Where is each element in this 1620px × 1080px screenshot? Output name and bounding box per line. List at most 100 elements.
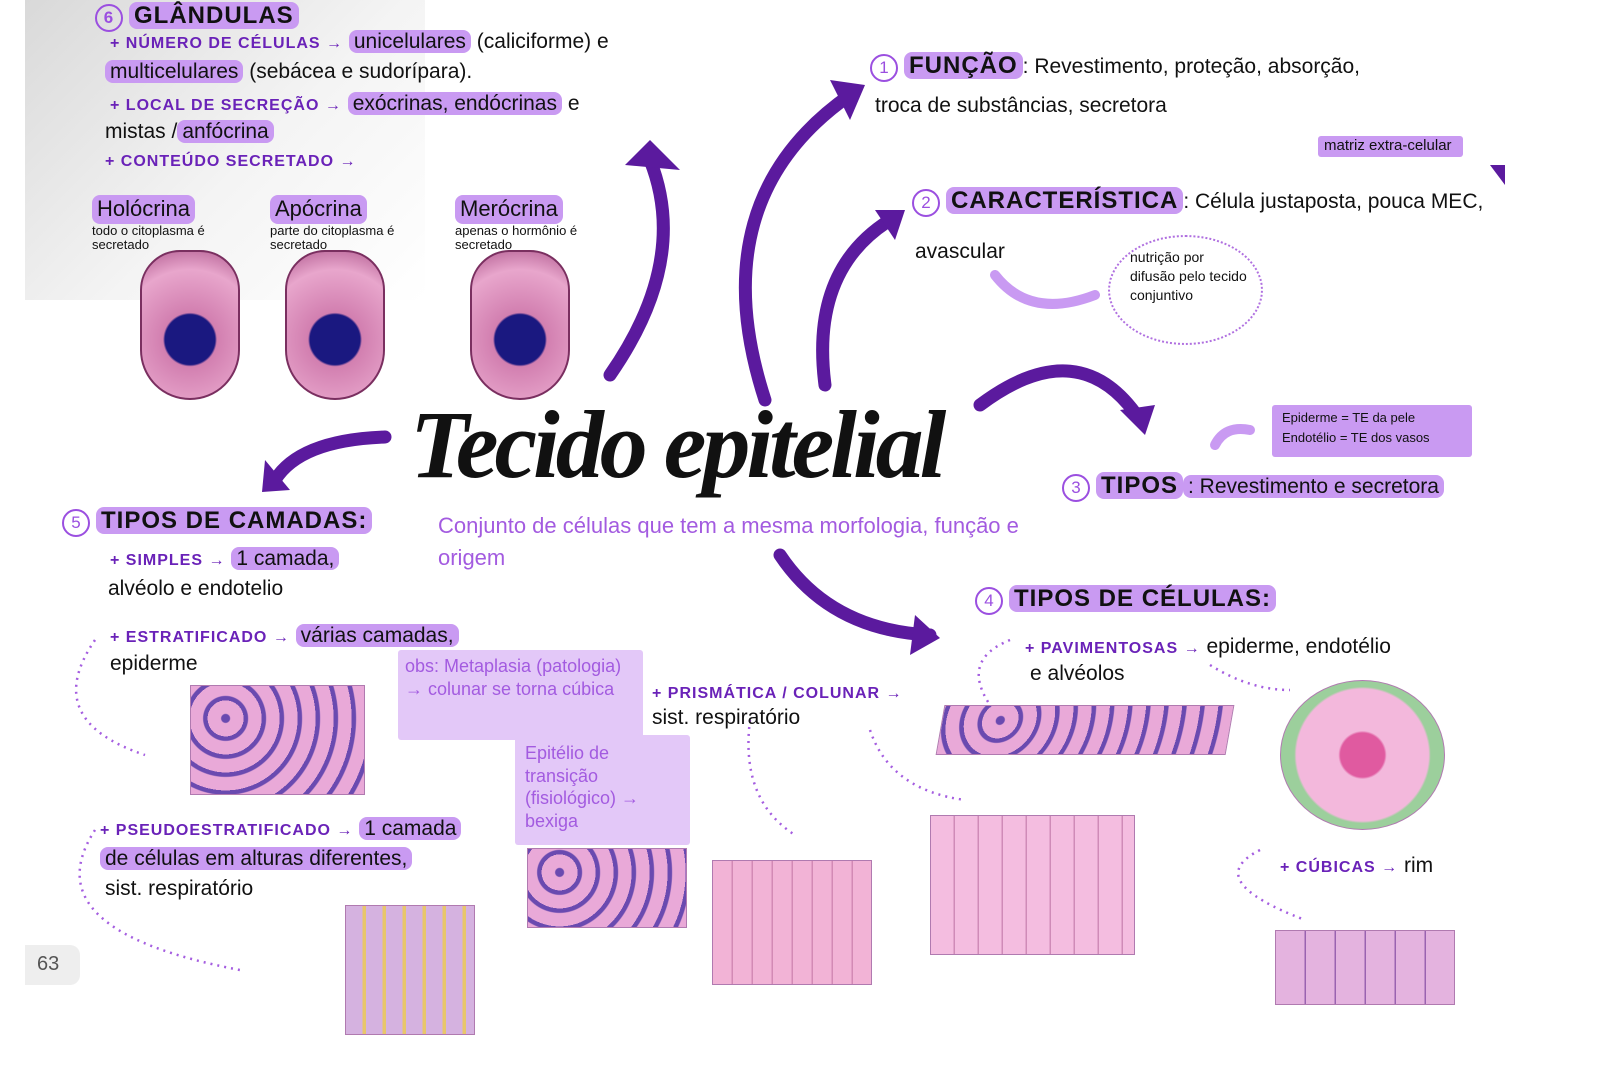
tipos-note-box: Epiderme = TE da pele Endotélio = TE dos… xyxy=(1272,405,1472,457)
number-badge: 2 xyxy=(912,189,940,217)
conteudo-label: + CONTEÚDO SECRETADO → xyxy=(105,153,357,170)
arrow-to-glandulas xyxy=(603,153,670,382)
local-text: exócrinas, endócrinas xyxy=(347,92,562,115)
transition-note: Epitélio de transição (fisiológico) → be… xyxy=(525,743,640,831)
cuboidal-tissue-illustration xyxy=(1275,930,1455,1005)
heading-text: TIPOS DE CÉLULAS: xyxy=(1009,585,1277,612)
heading-text: TIPOS DE CAMADAS: xyxy=(96,507,373,534)
cubicas-line: + CÚBICAS → rim xyxy=(1280,852,1433,879)
alveolus-illustration xyxy=(1280,680,1445,830)
gland-type-name: Holócrina xyxy=(92,195,195,224)
pavimentosas-label: + PAVIMENTOSAS → xyxy=(1025,640,1201,657)
avascular-text: avascular xyxy=(915,240,1005,263)
number-badge: 3 xyxy=(1062,474,1090,502)
note-line: Epiderme = TE da pele xyxy=(1282,410,1416,425)
pseudo-line2: de células em alturas diferentes, xyxy=(100,845,413,872)
estratificado-text: várias camadas, xyxy=(295,624,459,647)
dotted-connector xyxy=(74,639,146,757)
arrow-to-tipos xyxy=(973,364,1147,427)
cubicas-label: + CÚBICAS → xyxy=(1280,859,1399,876)
dotted-connector xyxy=(78,829,241,972)
arrowhead xyxy=(910,615,940,655)
transitional-tissue-illustration xyxy=(527,848,687,928)
apocrine-gland-illustration xyxy=(285,250,385,400)
merocrine-gland-illustration xyxy=(470,250,570,400)
page-title: Tecido epitelial xyxy=(410,391,946,498)
arrow-to-caracteristica xyxy=(816,213,897,392)
local-text4: anfócrina xyxy=(177,120,274,143)
squamous-tissue-illustration xyxy=(935,705,1235,755)
arrowhead xyxy=(262,460,290,492)
funcao-text2: troca de substâncias, secretora xyxy=(875,94,1167,117)
pavimentosas-line: + PAVIMENTOSAS → epiderme, endotélio xyxy=(1025,633,1391,660)
numero-text2: (caliciforme) e xyxy=(476,30,609,53)
stratified-tissue-illustration xyxy=(190,685,365,795)
pseudo-text3: sist. respiratório xyxy=(105,877,254,900)
numero-line2: multicelulares (sebácea e sudorípara). xyxy=(105,58,472,85)
estratificado-label: + ESTRATIFICADO → xyxy=(110,629,290,646)
local-label: + LOCAL DE SECREÇÃO → xyxy=(110,97,342,114)
pseudo-text2: de células em alturas diferentes, xyxy=(100,847,413,870)
holocrine-gland-illustration xyxy=(140,250,240,400)
local-line: + LOCAL DE SECREÇÃO → exócrinas, endócri… xyxy=(110,90,580,117)
dotted-connector xyxy=(977,638,1011,706)
nutrition-text: nutrição por difusão pelo tecido conjunt… xyxy=(1130,249,1247,303)
numero-label: + NÚMERO DE CÉLULAS → xyxy=(110,35,344,52)
arrow-avascular xyxy=(990,270,1100,309)
tipos-text: : Revestimento e secretora xyxy=(1183,475,1444,498)
gland-type-desc: todo o citoplasma é secretado xyxy=(92,222,205,252)
arrowhead xyxy=(875,210,905,240)
metaplasia-note: obs: Metaplasia (patologia) → colunar se… xyxy=(405,656,622,699)
gland-type-name: Merócrina xyxy=(455,195,563,224)
simples-text: 1 camada, xyxy=(231,547,340,570)
prismatica-text: sist. respiratório xyxy=(652,706,801,729)
local-line2: mistas /anfócrina xyxy=(105,118,274,145)
gland-type-desc: apenas o hormônio é secretado xyxy=(455,222,578,252)
gland-type-name: Apócrina xyxy=(270,195,367,224)
estratificado-text2: epiderme xyxy=(110,652,198,675)
columnar-tissue-illustration xyxy=(930,815,1135,955)
arrow-to-camadas xyxy=(268,430,392,487)
numero-text: unicelulares xyxy=(348,30,471,53)
simples-label: + SIMPLES → xyxy=(110,552,226,569)
arrow-tipos-note xyxy=(1210,424,1255,450)
heading-text: CARACTERÍSTICA xyxy=(946,187,1184,214)
mec-note: matriz extra-celular xyxy=(1318,136,1463,157)
transition-note-box xyxy=(515,735,690,845)
local-text3: mistas / xyxy=(105,120,178,143)
number-badge: 4 xyxy=(975,587,1003,615)
pavimentosas-text: epiderme, endotélio xyxy=(1206,635,1391,658)
local-text2: e xyxy=(567,92,580,115)
prismatica-line: + PRISMÁTICA / COLUNAR → xyxy=(652,678,903,705)
arrowhead xyxy=(1490,165,1505,185)
note-line: Endotélio = TE dos vasos xyxy=(1282,430,1430,446)
arrowhead xyxy=(625,140,680,170)
heading-text: TIPOS xyxy=(1096,472,1184,499)
pseudostratified-tissue-illustration xyxy=(345,905,475,1035)
gland-type-desc: parte do citoplasma é secretado xyxy=(270,222,395,252)
numero-line: + NÚMERO DE CÉLULAS → unicelulares (cali… xyxy=(110,28,609,55)
dotted-connector xyxy=(747,719,796,837)
pavimentosas-text2: e alvéolos xyxy=(1030,662,1125,685)
caracteristica-text: : Célula justaposta, pouca MEC, xyxy=(1183,190,1484,213)
subtitle: Conjunto de células que tem a mesma morf… xyxy=(438,513,1019,570)
nutrition-bubble xyxy=(1108,235,1263,345)
arrowhead xyxy=(1120,405,1155,435)
numero-text3: multicelulares xyxy=(105,60,244,83)
number-badge: 6 xyxy=(95,4,123,32)
heading-text: GLÂNDULAS xyxy=(129,2,299,29)
arrow-to-celulas xyxy=(773,548,937,642)
simples-line: + SIMPLES → 1 camada, xyxy=(110,545,340,572)
dotted-connector xyxy=(1209,663,1291,692)
pseudo-line: + PSEUDOESTRATIFICADO → 1 camada xyxy=(100,815,462,842)
